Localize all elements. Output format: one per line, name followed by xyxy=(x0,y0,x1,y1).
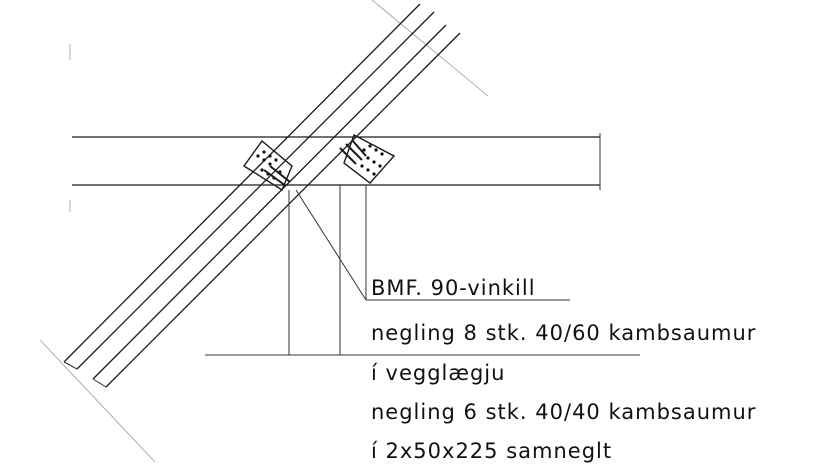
angle-bracket-right xyxy=(339,134,396,184)
construction-line-top xyxy=(371,0,489,97)
rafter-edge-3 xyxy=(92,24,447,380)
construction-line-bottom xyxy=(39,339,156,463)
nailing-a-line2: í vegglægju xyxy=(371,361,505,385)
nailing-b-line2: í 2x50x225 samneglt xyxy=(371,439,612,463)
bracket-left-nail-stroke-1 xyxy=(263,169,287,187)
bracket-right-nail-stroke-3 xyxy=(351,139,367,157)
rafter-end-cap-b xyxy=(92,378,107,388)
bracket-label: BMF. 90-vinkill xyxy=(371,276,536,300)
bracket-leader xyxy=(295,189,570,301)
bracket-right-nail-stroke-1 xyxy=(339,147,357,165)
rafter-edge-4 xyxy=(105,32,461,388)
nailing-a-line1: negling 8 stk. 40/60 kambsaumur xyxy=(371,321,756,345)
diagonal-rafter xyxy=(63,3,461,388)
bracket-left-nail-stroke-2 xyxy=(269,165,291,183)
angle-bracket-left xyxy=(242,139,293,192)
rafter-end-cap-a xyxy=(63,361,78,370)
bracket-right-nails xyxy=(360,144,384,176)
nailing-b-line1: negling 6 stk. 40/40 kambsaumur xyxy=(371,400,756,424)
wall-plate xyxy=(72,133,601,190)
projection-lines xyxy=(205,185,640,356)
leader-line xyxy=(295,189,367,301)
bracket-right-nail-stroke-2 xyxy=(345,143,363,161)
bracket-left-plate xyxy=(242,139,293,192)
rafter-edge-1 xyxy=(63,3,421,363)
rafter-edge-2 xyxy=(76,11,435,370)
bracket-right-plate xyxy=(343,134,396,184)
